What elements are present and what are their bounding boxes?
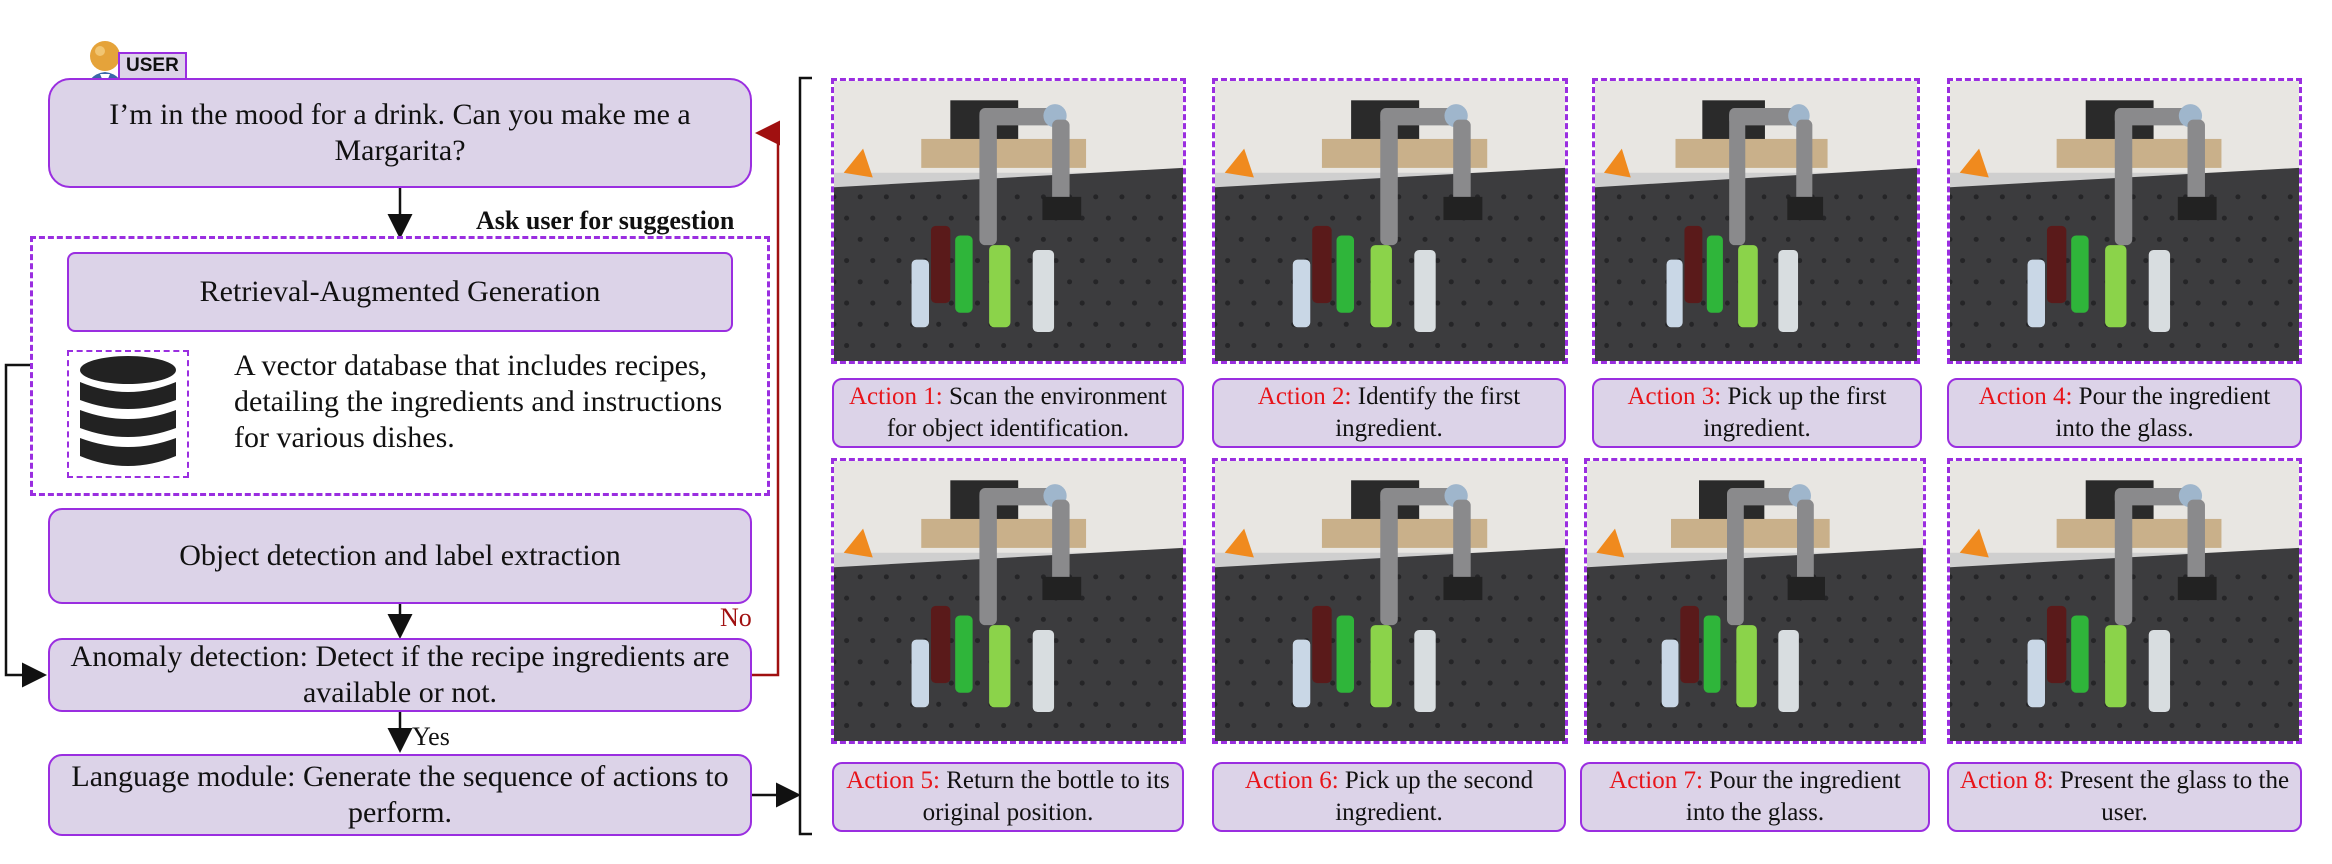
action-caption: Action 1: Scan the environment for objec…: [832, 378, 1184, 448]
robot-action-photo: [1212, 458, 1568, 744]
action-number: Action 2:: [1257, 383, 1352, 410]
action-caption: Action 7: Pour the ingredient into the g…: [1580, 762, 1930, 832]
user-query-text: I’m in the mood for a drink. Can you mak…: [109, 98, 691, 167]
rag-description: A vector database that includes recipes,…: [234, 349, 723, 454]
robot-action-photo: [831, 458, 1186, 744]
action-caption-text: Action 5: Return the bottle to its origi…: [842, 765, 1174, 829]
actions-bracket: [798, 76, 812, 836]
yes-label: Yes: [412, 722, 450, 751]
action-caption: Action 3: Pick up the first ingredient.: [1592, 378, 1922, 448]
action-caption-text: Action 7: Pour the ingredient into the g…: [1590, 765, 1920, 829]
action-caption: Action 8: Present the glass to the user.: [1947, 762, 2302, 832]
ask-user-label: Ask user for suggestion: [476, 206, 735, 235]
action-number: Action 8:: [1959, 767, 2054, 794]
robot-action-photo: [1592, 78, 1920, 364]
user-badge: USER: [118, 52, 187, 80]
robot-action-photo: [831, 78, 1186, 364]
user-query-box: I’m in the mood for a drink. Can you mak…: [48, 78, 752, 188]
action-caption: Action 4: Pour the ingredient into the g…: [1947, 378, 2302, 448]
action-number: Action 1:: [849, 383, 943, 410]
action-caption-text: Action 2: Identify the first ingredient.: [1222, 381, 1556, 445]
robot-action-photo: [1584, 458, 1926, 744]
language-module-box: Language module: Generate the sequence o…: [48, 754, 752, 836]
robot-action-photo: [1947, 458, 2302, 744]
action-caption: Action 5: Return the bottle to its origi…: [832, 762, 1184, 832]
action-number: Action 3:: [1627, 383, 1722, 410]
action-caption-text: Action 6: Pick up the second ingredient.: [1222, 765, 1556, 829]
action-description: Pour the ingredient into the glass.: [2055, 383, 2271, 442]
action-description: Pick up the first ingredient.: [1703, 383, 1887, 442]
database-icon-frame: [67, 350, 189, 478]
arrow-rag-to-anomaly: [4, 363, 47, 688]
action-description: Pick up the second ingredient.: [1335, 767, 1534, 826]
action-caption-text: Action 8: Present the glass to the user.: [1957, 765, 2292, 829]
rag-group: [30, 236, 770, 496]
action-caption-text: Action 4: Pour the ingredient into the g…: [1957, 381, 2292, 445]
action-number: Action 4:: [1978, 383, 2073, 410]
robot-action-photo: [1947, 78, 2302, 364]
action-number: Action 5:: [846, 767, 940, 794]
action-number: Action 6:: [1244, 767, 1339, 794]
action-number: Action 7:: [1609, 767, 1703, 794]
no-label: No: [720, 603, 752, 632]
action-description: Present the glass to the user.: [2053, 767, 2290, 826]
rag-title-box: Retrieval-Augmented Generation: [67, 252, 733, 332]
anomaly-detection-box: Anomaly detection: Detect if the recipe …: [48, 638, 752, 712]
action-description: Scan the environment for object identifi…: [886, 383, 1167, 442]
object-detection-box: Object detection and label extraction: [48, 508, 752, 604]
action-description: Pour the ingredient into the glass.: [1685, 767, 1901, 826]
arrow-no-feedback: [752, 120, 780, 677]
robot-action-photo: [1212, 78, 1568, 364]
database-icon: [76, 354, 180, 474]
action-caption-text: Action 3: Pick up the first ingredient.: [1602, 381, 1912, 445]
action-caption: Action 2: Identify the first ingredient.: [1212, 378, 1566, 448]
action-caption: Action 6: Pick up the second ingredient.: [1212, 762, 1566, 832]
action-description: Identify the first ingredient.: [1335, 383, 1521, 442]
action-description: Return the bottle to its original positi…: [922, 767, 1170, 826]
action-caption-text: Action 1: Scan the environment for objec…: [842, 381, 1174, 445]
